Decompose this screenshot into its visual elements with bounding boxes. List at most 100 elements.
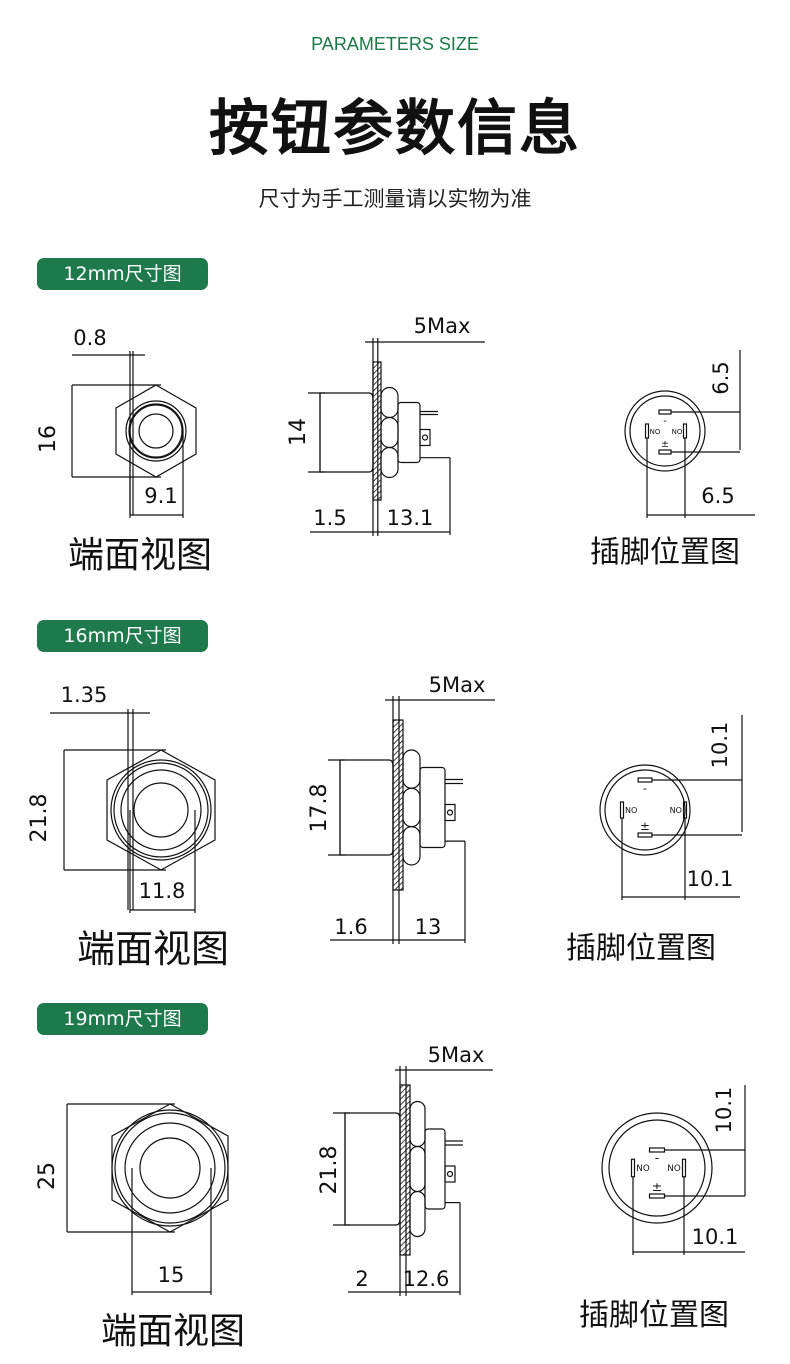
- button-ring: [111, 1109, 229, 1227]
- dimension-label: 6.5: [701, 484, 734, 508]
- pin-no-label: NO: [636, 1164, 650, 1174]
- side-view: 5Max 21.8 2 12.6: [317, 1043, 493, 1296]
- pin-no-right: [682, 423, 688, 439]
- pin-plus-label: ±: [652, 1179, 662, 1194]
- pin-ring: [599, 764, 691, 856]
- button-body: [344, 1112, 401, 1226]
- button-ring: [129, 404, 183, 458]
- pin-ring: [624, 390, 706, 472]
- pin-ring: [601, 1112, 713, 1224]
- pin-minus-label: -: [643, 781, 647, 795]
- dimension-label: 21.8: [27, 794, 52, 843]
- pin-view-caption: 插脚位置图: [579, 1298, 729, 1333]
- nut-face: [402, 749, 421, 789]
- front-view: 25 15 端面视图: [35, 1103, 245, 1352]
- pin-no-left: [619, 801, 625, 819]
- pin-view-caption: 插脚位置图: [566, 931, 716, 966]
- subtitle-en: PARAMETERS SIZE: [311, 34, 479, 54]
- dimension-label: 1.35: [61, 683, 108, 707]
- pin-plus: [648, 1193, 666, 1199]
- section-badge-19mm: 19mm尺寸图: [37, 1003, 208, 1035]
- dimension-label: 5Max: [414, 314, 471, 338]
- dimension-label: 15: [158, 1263, 185, 1287]
- nut-face: [380, 386, 399, 419]
- pin-view-caption: 插脚位置图: [590, 535, 740, 570]
- nut-face: [380, 416, 399, 449]
- section-badge-16mm: 16mm尺寸图: [37, 620, 208, 652]
- nut-face: [409, 1190, 426, 1238]
- dimension-label: 13.1: [387, 506, 434, 530]
- nut-face: [380, 446, 399, 479]
- pin-no-label: NO: [667, 1164, 681, 1174]
- dimension-label: 13: [415, 915, 442, 939]
- button-ring: [125, 400, 187, 462]
- dimension-label: 10.1: [708, 722, 732, 769]
- pin-no-left: [644, 423, 650, 439]
- terminal: [419, 428, 431, 447]
- mounting-panel: [392, 719, 404, 891]
- dimension-label: 2: [355, 1267, 368, 1291]
- front-view-caption: 端面视图: [77, 927, 229, 971]
- button-ring: [139, 1137, 201, 1199]
- nut-face: [409, 1100, 426, 1148]
- front-view-caption: 端面视图: [101, 1311, 245, 1352]
- pin-minus: [658, 409, 672, 415]
- side-view: 5Max 14 1.5 13.1: [286, 314, 485, 536]
- measurement-note: 尺寸为手工测量请以实物为准: [258, 187, 532, 211]
- page-title: 按钮参数信息: [209, 94, 581, 164]
- button-body: [339, 759, 394, 856]
- button-ring: [133, 782, 189, 838]
- pin-no-label: NO: [650, 428, 661, 436]
- pin-plus: [658, 449, 672, 455]
- pin-ring: [604, 769, 686, 851]
- pin-no-label: NO: [672, 428, 683, 436]
- button-ring: [138, 413, 174, 449]
- button-body: [319, 392, 374, 473]
- dimension-label: 6.5: [709, 361, 733, 394]
- hex-nut-outline: [115, 384, 197, 478]
- dimension-label: 5Max: [429, 673, 486, 697]
- dimension-label: 10.1: [687, 867, 734, 891]
- pin-no-label: NO: [625, 806, 637, 815]
- pin-ring: [608, 1119, 706, 1217]
- front-view: 21.8 1.35 11.8 端面视图: [27, 683, 229, 971]
- dimension-label: 17.8: [307, 784, 332, 833]
- switch-housing: [397, 401, 421, 464]
- switch-housing: [424, 1128, 446, 1210]
- dimension-label: 0.8: [73, 326, 106, 350]
- pin-no-left: [630, 1158, 636, 1178]
- nut-face: [402, 787, 421, 828]
- pin-ring: [629, 395, 701, 467]
- terminal: [444, 1165, 456, 1183]
- dimension-label: 21.8: [317, 1146, 342, 1195]
- dimension-label: 12.6: [403, 1267, 450, 1291]
- pin-plus: [637, 832, 653, 838]
- dimension-label: 1.6: [334, 915, 367, 939]
- section-badge-12mm: 12mm尺寸图: [37, 258, 208, 290]
- pin-no-right: [681, 1158, 687, 1178]
- dimension-label: 1.5: [313, 506, 346, 530]
- side-view: 5Max 17.8 1.6 13: [307, 673, 495, 944]
- dimension-label: 5Max: [428, 1043, 485, 1067]
- dimension-label: 10.1: [712, 1087, 736, 1134]
- pin-plus-label: ±: [640, 819, 650, 833]
- mounting-panel: [372, 361, 382, 501]
- mounting-panel: [399, 1084, 411, 1256]
- pin-minus-label: -: [663, 416, 667, 427]
- nut-face: [409, 1145, 426, 1193]
- pin-no-label: NO: [670, 806, 682, 815]
- pin-minus-label: -: [655, 1150, 660, 1165]
- switch-housing: [419, 766, 446, 849]
- pin-minus: [637, 777, 653, 783]
- dimension-label: 9.1: [144, 484, 177, 508]
- dimension-label: 11.8: [139, 879, 186, 903]
- button-ring: [110, 759, 212, 861]
- dimension-label: 25: [35, 1162, 60, 1190]
- dimension-label: 14: [286, 418, 311, 446]
- button-ring: [120, 769, 202, 851]
